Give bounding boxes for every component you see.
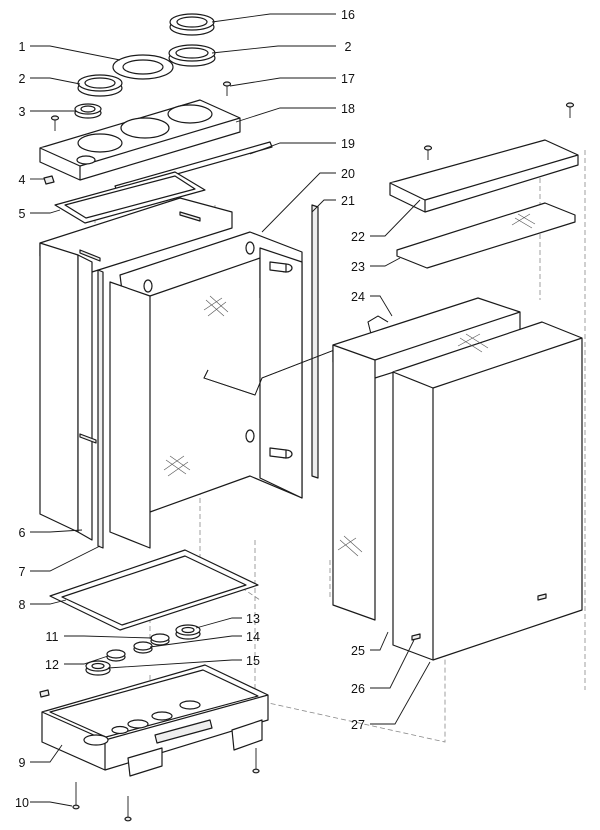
main-housing-part (39, 197, 303, 549)
clip-part (43, 175, 55, 185)
screw-10-part (72, 782, 80, 810)
small-grommet-part (74, 103, 102, 119)
callout-20: 20 (341, 167, 355, 181)
callout-19: 19 (341, 137, 355, 151)
screw-left-top-part (50, 115, 60, 131)
callout-27: 27 (351, 718, 365, 732)
callout-16: 16 (341, 8, 355, 22)
callout-25: 25 (351, 644, 365, 658)
front-casing-panel-part (392, 321, 583, 661)
callout-10: 10 (15, 796, 29, 810)
callout-11: 11 (46, 630, 59, 644)
callout-14: 14 (246, 630, 260, 644)
top-cover-plate-part (39, 99, 241, 181)
vertical-seal-strip-7-part (97, 269, 104, 549)
callout-labels: 16 2 1 2 3 17 18 19 4 20 21 5 22 23 24 6… (15, 8, 365, 810)
base-gasket-part (49, 549, 259, 631)
callout-23: 23 (351, 260, 365, 274)
vertical-seal-strip-21-part (311, 204, 319, 479)
grommet-13-part (175, 624, 201, 640)
top-lid-part (389, 102, 579, 213)
screw-bottom-mid-part (124, 796, 132, 822)
callout-6: 6 (19, 526, 26, 540)
callout-13: 13 (246, 612, 260, 626)
flat-ring-part (112, 54, 174, 80)
grommet-14-part (133, 641, 153, 654)
grommet-12-part (106, 649, 126, 662)
seal-ring-left-part (77, 74, 123, 97)
callout-22: 22 (351, 230, 365, 244)
callout-17: 17 (341, 72, 355, 86)
screw-17-part (222, 81, 232, 96)
grommet-15-part (85, 660, 111, 676)
seal-ring-right-part (168, 44, 216, 67)
callout-21: 21 (341, 194, 355, 208)
rear-casing-panel-part (332, 297, 521, 621)
insulation-pad-part (396, 202, 576, 269)
callout-12: 12 (45, 658, 59, 672)
callout-9: 9 (19, 756, 26, 770)
callout-7: 7 (19, 565, 26, 579)
callout-5: 5 (19, 207, 26, 221)
callout-8: 8 (19, 598, 26, 612)
grommet-11-part (150, 633, 170, 646)
callout-1: 1 (19, 40, 26, 54)
bottom-base-tray-part (39, 664, 269, 777)
top-seal-ring-part (169, 13, 215, 36)
callout-26: 26 (351, 682, 365, 696)
callout-2-right: 2 (345, 40, 352, 54)
screw-bottom-right-part (252, 748, 260, 774)
callout-4: 4 (19, 173, 26, 187)
callout-15: 15 (246, 654, 260, 668)
callout-18: 18 (341, 102, 355, 116)
leader-lines (30, 13, 431, 807)
callout-2-left: 2 (19, 72, 26, 86)
gasket-frame-part (54, 171, 206, 224)
callout-24: 24 (351, 290, 365, 304)
callout-3: 3 (19, 105, 26, 119)
